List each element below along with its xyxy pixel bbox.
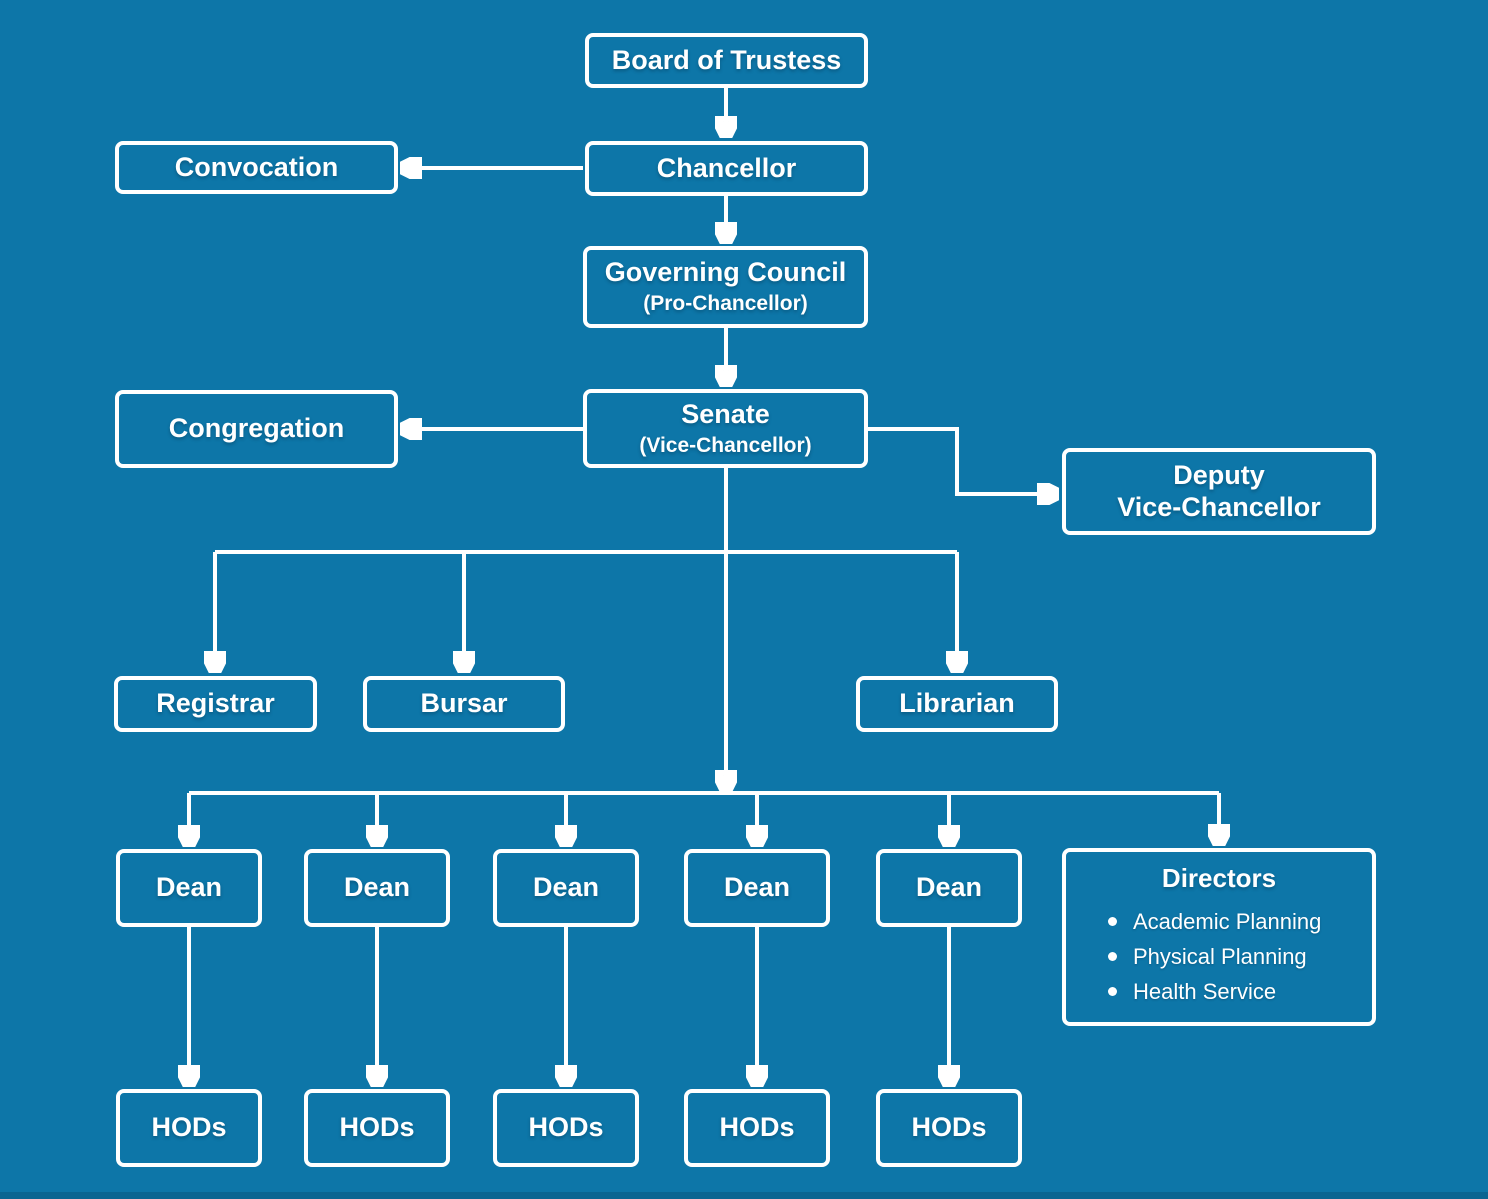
bullet-icon — [1108, 951, 1117, 961]
node-registrar: Registrar — [114, 676, 317, 732]
node-hods-1: HODs — [116, 1089, 262, 1167]
node-label: Senate — [681, 398, 770, 429]
node-dean-5: Dean — [876, 849, 1022, 927]
directors-item-label: Physical Planning — [1133, 943, 1307, 969]
directors-item-label: Academic Planning — [1133, 908, 1322, 934]
node-label: Governing Council — [604, 257, 847, 288]
directors-item-label: Health Service — [1133, 978, 1277, 1004]
node-dean-4: Dean — [684, 849, 830, 927]
node-label: Convocation — [174, 151, 339, 182]
bullet-icon — [1108, 986, 1117, 996]
node-label: Chancellor — [656, 152, 797, 183]
node-dean-2: Dean — [304, 849, 450, 927]
node-label: Board of Trustess — [611, 44, 842, 75]
node-board-of-trustess: Board of Trustess — [585, 33, 868, 88]
node-label: HODs — [911, 1112, 987, 1143]
node-sublabel: (Pro-Chancellor) — [643, 292, 808, 316]
node-label: Deputy — [1173, 460, 1265, 491]
node-deputy-vice-chancellor: Deputy Vice-Chancellor — [1062, 448, 1376, 535]
node-label: Dean — [915, 872, 983, 903]
node-hods-2: HODs — [304, 1089, 450, 1167]
node-hods-4: HODs — [684, 1089, 830, 1167]
node-label: Directors — [1161, 863, 1277, 893]
node-label: Librarian — [899, 688, 1015, 719]
node-dean-3: Dean — [493, 849, 639, 927]
directors-item: Health Service — [1108, 974, 1372, 1009]
node-label: Dean — [155, 872, 223, 903]
node-label: HODs — [528, 1112, 604, 1143]
directors-list: Academic Planning Physical Planning Heal… — [1066, 904, 1372, 1009]
node-label: Bursar — [420, 688, 508, 719]
node-congregation: Congregation — [115, 390, 398, 468]
node-label: Congregation — [168, 413, 345, 444]
directors-item: Physical Planning — [1108, 939, 1372, 974]
node-librarian: Librarian — [856, 676, 1058, 732]
node-dean-1: Dean — [116, 849, 262, 927]
node-senate: Senate (Vice-Chancellor) — [583, 389, 868, 468]
node-convocation: Convocation — [115, 141, 398, 194]
bottom-edge-strip — [0, 1192, 1488, 1199]
node-label: HODs — [719, 1112, 795, 1143]
node-label: HODs — [339, 1112, 415, 1143]
node-label: Dean — [723, 872, 791, 903]
node-sublabel: (Vice-Chancellor) — [639, 433, 812, 457]
node-label: HODs — [151, 1112, 227, 1143]
node-label: Vice-Chancellor — [1117, 491, 1321, 522]
edge-senate-deputy — [868, 427, 1055, 494]
node-bursar: Bursar — [363, 676, 565, 732]
node-label: Registrar — [156, 688, 275, 719]
node-chancellor: Chancellor — [585, 141, 868, 196]
node-directors: Directors Academic Planning Physical Pla… — [1062, 848, 1376, 1026]
directors-item: Academic Planning — [1108, 904, 1372, 939]
node-hods-5: HODs — [876, 1089, 1022, 1167]
node-label: Dean — [343, 872, 411, 903]
bullet-icon — [1108, 916, 1117, 926]
node-label: Dean — [532, 872, 600, 903]
node-hods-3: HODs — [493, 1089, 639, 1167]
node-governing-council: Governing Council (Pro-Chancellor) — [583, 246, 868, 328]
